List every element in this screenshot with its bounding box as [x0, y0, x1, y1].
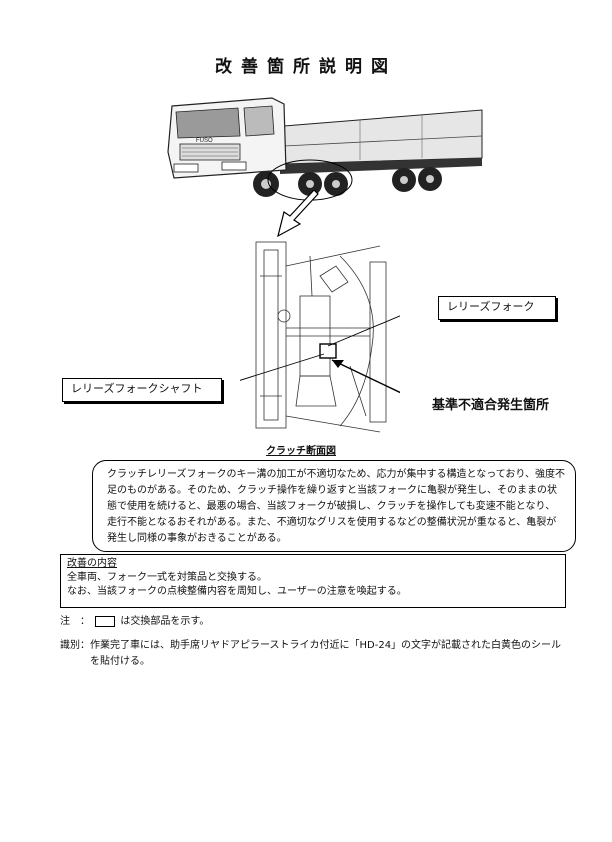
truck-illustration: FUSO [167, 97, 483, 201]
note-label: 注 ： [60, 616, 90, 627]
improvement-heading: 改善の内容 [67, 558, 117, 569]
improvement-box: 改善の内容 全車両、フォーク一式を対策品と交換する。 なお、当該フォークの点検整… [60, 554, 566, 608]
note-text: は交換部品を示す。 [120, 616, 210, 627]
improvement-line-1: 全車両、フォーク一式を対策品と交換する。 [67, 572, 267, 583]
identification-label: 識別： [60, 640, 90, 651]
defect-description: クラッチレリーズフォークのキー溝の加工が不適切なため、応力が集中する構造となって… [92, 460, 576, 552]
page-title: 改善箇所説明図 [215, 57, 397, 77]
truck-badge: FUSO [196, 138, 213, 144]
improvement-line-2: なお、当該フォークの点検整備内容を周知し、ユーザーの注意を喚起する。 [67, 586, 407, 597]
release-fork-label: レリーズフォーク [438, 296, 556, 320]
pointer-arrow-icon [277, 190, 319, 238]
replacement-part-box-icon [95, 615, 116, 627]
identification-text: 作業完了車には、助手席リヤドアピラーストライカ付近に「HD-24」の文字が記載さ… [90, 640, 562, 667]
release-fork-shaft-label: レリーズフォークシャフト [62, 378, 222, 402]
clutch-section-diagram [240, 241, 400, 433]
diagram-caption: クラッチ断面図 [266, 446, 336, 457]
defect-location-label: 基準不適合発生箇所 [432, 398, 550, 413]
note: 注 ： は交換部品を示す。 [60, 612, 209, 627]
